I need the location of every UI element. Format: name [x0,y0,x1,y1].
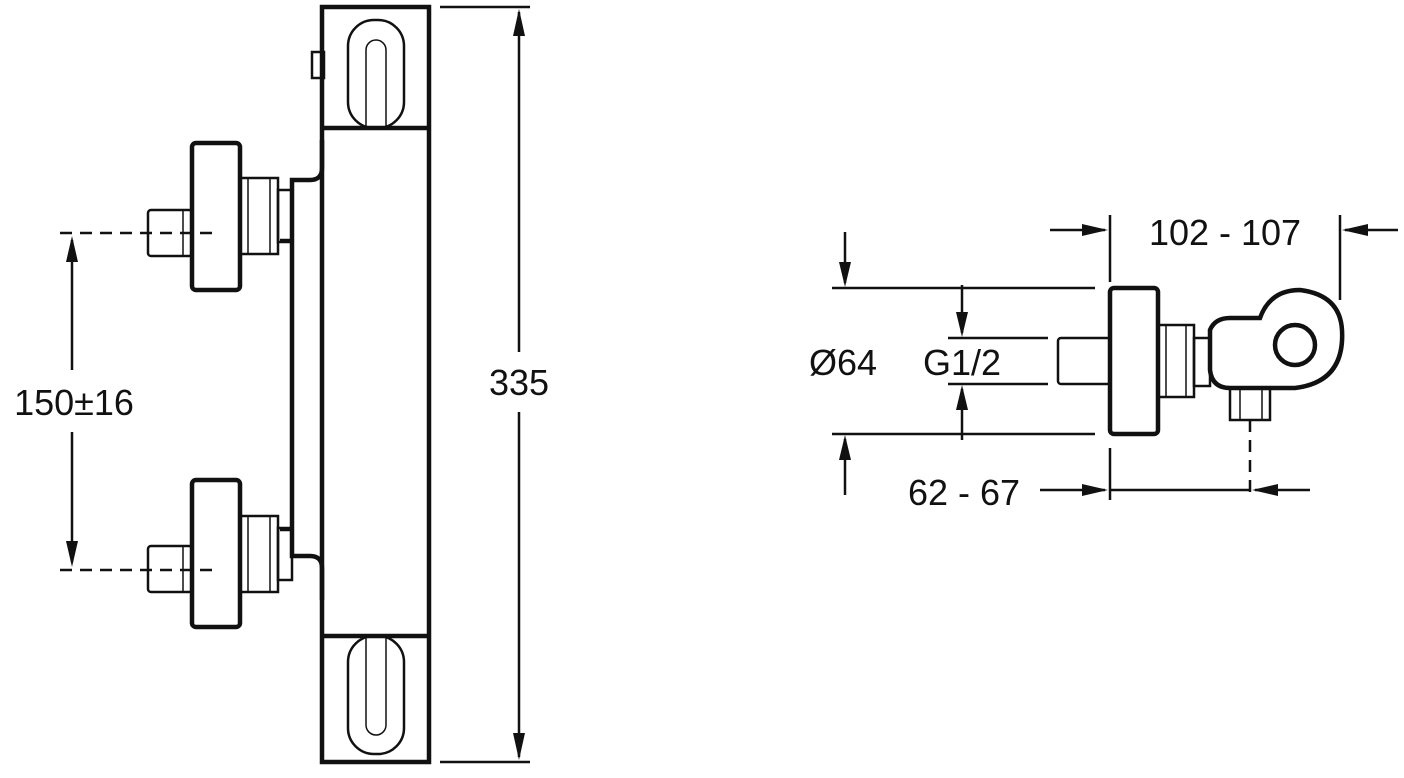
diameter-dimension: Ø64 [809,232,877,495]
thread-label: G1/2 [923,342,1001,383]
thread-dimension: G1/2 [923,285,1001,440]
inlet-spacing-dimension: 150±16 [14,236,134,567]
side-inlet-stub [1056,336,1112,386]
side-nut [1156,323,1212,399]
bottom-handle [322,633,429,756]
depth-top-dimension: 102 - 107 [1050,212,1398,253]
side-view: Ø64 G1/2 102 - 107 62 - 67 [809,212,1398,513]
upper-inlet-union [146,140,294,293]
lower-inlet-union [146,477,294,630]
side-flange [1107,285,1161,437]
side-body [1207,287,1345,422]
front-view: 150±16 335 [14,4,549,765]
depth-bottom-label: 62 - 67 [908,472,1020,513]
depth-bottom-dimension: 62 - 67 [908,472,1310,513]
depth-top-label: 102 - 107 [1149,212,1301,253]
diameter-label: Ø64 [809,342,877,383]
top-handle [310,18,429,131]
height-label: 335 [489,362,549,403]
thermostat-body [319,4,432,765]
height-dimension: 335 [440,5,549,764]
inlet-spacing-label: 150±16 [14,382,134,423]
inlet-manifold [280,140,325,600]
